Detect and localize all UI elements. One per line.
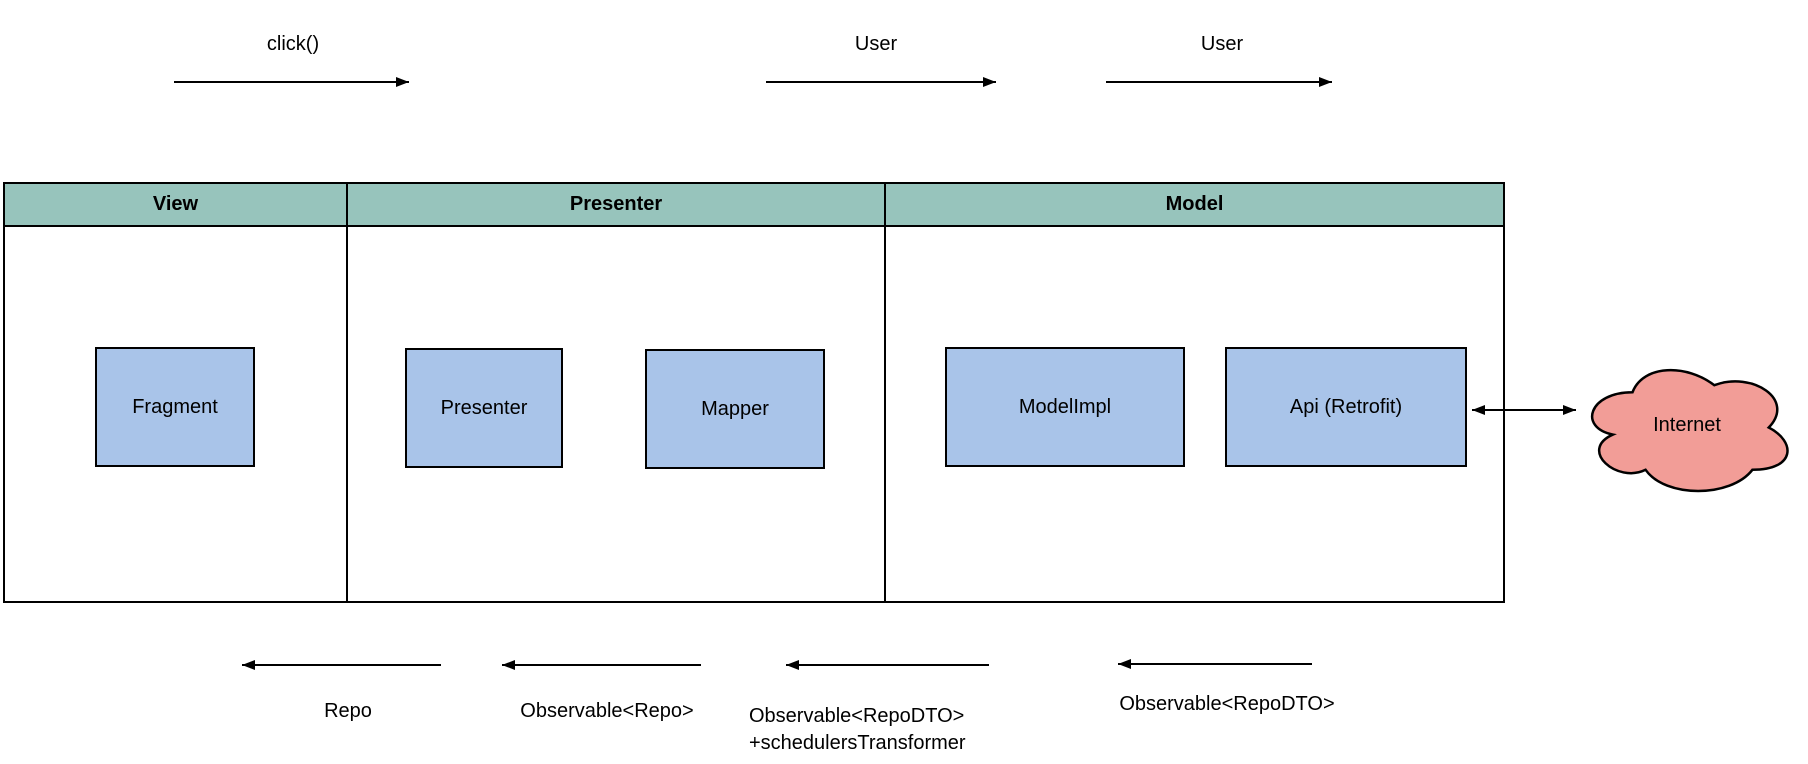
column-header-view: View	[5, 184, 348, 227]
column-header-view-label: View	[152, 193, 199, 215]
column-header-presenter: Presenter	[348, 184, 886, 227]
bottom-arrow-label-repo: Repo	[324, 700, 372, 722]
fragment-box-label: Fragment	[132, 395, 218, 418]
fragment-box: Fragment	[95, 347, 255, 467]
bottom-arrow-label-schedulers-transformer-line2: +schedulersTransformer	[749, 732, 966, 754]
api-retrofit-box-label: Api (Retrofit)	[1289, 395, 1403, 418]
view-column-body	[5, 227, 348, 601]
internet-cloud-label: Internet	[1653, 414, 1721, 436]
top-arrow-label-user-1: User	[854, 33, 898, 55]
presenter-box: Presenter	[405, 348, 563, 468]
column-header-presenter-label: Presenter	[569, 193, 663, 215]
top-arrow-label-user-2: User	[1200, 33, 1244, 55]
modelimpl-box-label: ModelImpl	[1018, 395, 1112, 418]
bottom-arrow-label-observable-repodto-line1: Observable<RepoDTO>	[749, 705, 965, 727]
top-arrow-label-click: click()	[266, 33, 320, 55]
presenter-box-label: Presenter	[440, 396, 528, 419]
presenter-column-body	[348, 227, 886, 601]
bottom-arrow-label-observable-repo: Observable<Repo>	[520, 700, 694, 722]
api-retrofit-box: Api (Retrofit)	[1225, 347, 1467, 467]
bottom-arrow-label-observable-repodto: Observable<RepoDTO>	[1119, 693, 1335, 715]
mapper-box: Mapper	[645, 349, 825, 469]
mapper-box-label: Mapper	[701, 397, 769, 420]
layers-table: View Presenter Model	[3, 182, 1505, 603]
bottom-arrow-label-observable-repodto-schedulers: Observable<RepoDTO> +schedulersTransform…	[749, 703, 966, 757]
column-header-model-label: Model	[1165, 193, 1224, 215]
modelimpl-box: ModelImpl	[945, 347, 1185, 467]
column-header-model: Model	[886, 184, 1503, 227]
